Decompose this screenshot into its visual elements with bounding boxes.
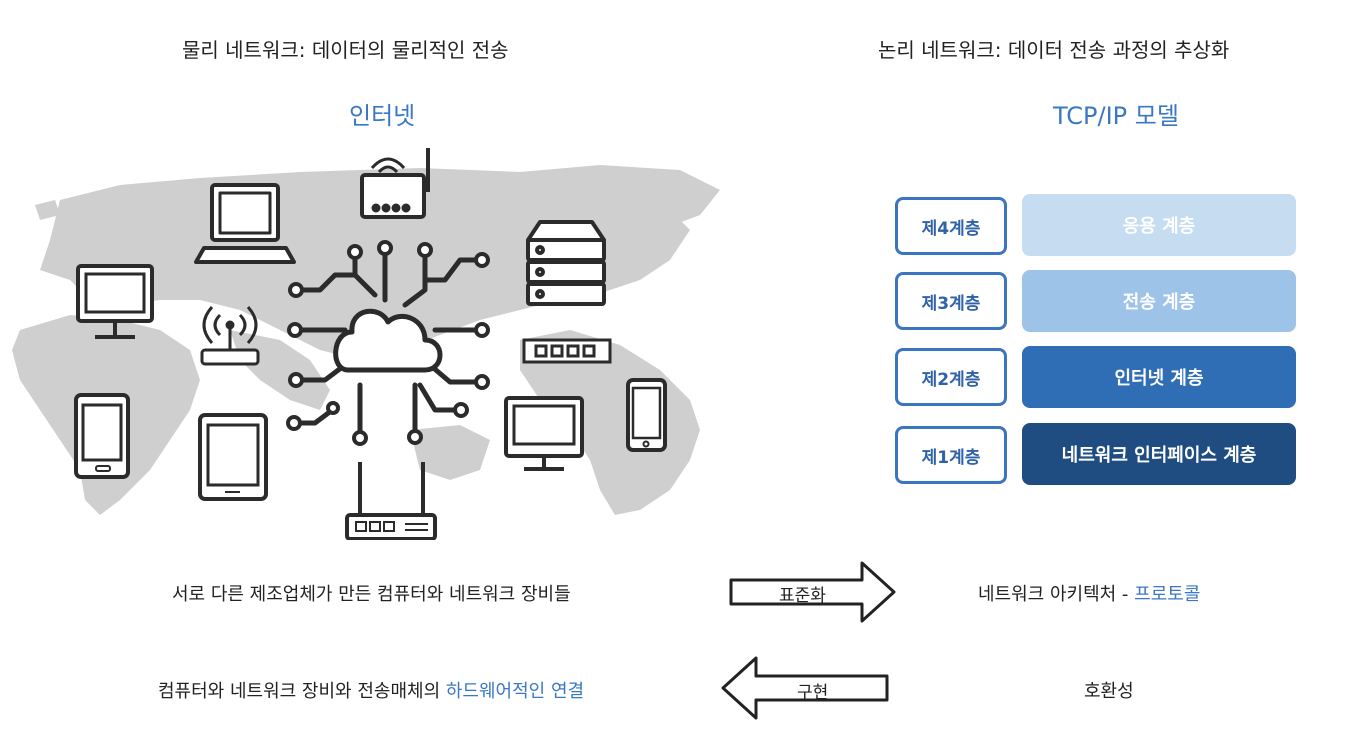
logical-network-header: 논리 네트워크: 데이터 전송 과정의 추상화 [878,38,1230,62]
layer-3-label: 제3계층 [895,272,1007,330]
server-rack-icon [526,220,606,306]
router-icon [345,462,437,540]
cloud-icon [333,308,443,373]
hardware-connection-text: 컴퓨터와 네트워크 장비와 전송매체의 하드웨어적인 연결 [158,677,584,703]
layer-4-label: 제4계층 [895,197,1007,255]
monitor-icon-2 [504,396,584,471]
wifi-router-icon [360,148,430,219]
physical-network-header: 물리 네트워크: 데이터의 물리적인 전송 [182,38,509,62]
hub-nodes [286,240,490,446]
internet-title: 인터넷 [349,102,416,130]
protocol-highlight: 프로토콜 [1134,584,1201,605]
layer-1-label: 제1계층 [895,426,1007,484]
layer-2-label: 제2계층 [895,348,1007,406]
implement-label: 구현 [797,683,829,703]
tcpip-model-title: TCP/IP 모델 [1053,102,1179,130]
standardize-label: 표준화 [779,586,826,606]
architecture-label: 네트워크 아키텍처 - [978,584,1135,605]
network-switch-icon [522,338,612,364]
hardware-connection-label: 컴퓨터와 네트워크 장비와 전송매체의 [158,681,446,702]
standardize-arrow-right-icon [729,561,896,623]
transport-layer: 전송 계층 [1022,270,1296,332]
compatibility-text: 호환성 [1084,681,1134,702]
network-illustration [12,148,720,540]
application-layer: 응용 계층 [1022,194,1296,256]
smartphone-icon [626,378,667,452]
devices-description: 서로 다른 제조업체가 만든 컴퓨터와 네트워크 장비들 [172,584,571,605]
hub-lines [292,245,483,441]
monitor-icon [76,264,154,339]
network-interface-layer: 네트워크 인터페이스 계층 [1022,423,1296,485]
wifi-antenna-icon [200,306,260,366]
tablet-icon-2 [198,413,268,501]
internet-layer: 인터넷 계층 [1022,346,1296,408]
implement-arrow-left-icon [721,656,889,720]
architecture-text: 네트워크 아키텍처 - 프로토콜 [978,580,1200,606]
hardware-connection-highlight: 하드웨어적인 연결 [445,681,585,702]
laptop-icon [194,183,296,264]
tablet-icon [74,393,130,479]
